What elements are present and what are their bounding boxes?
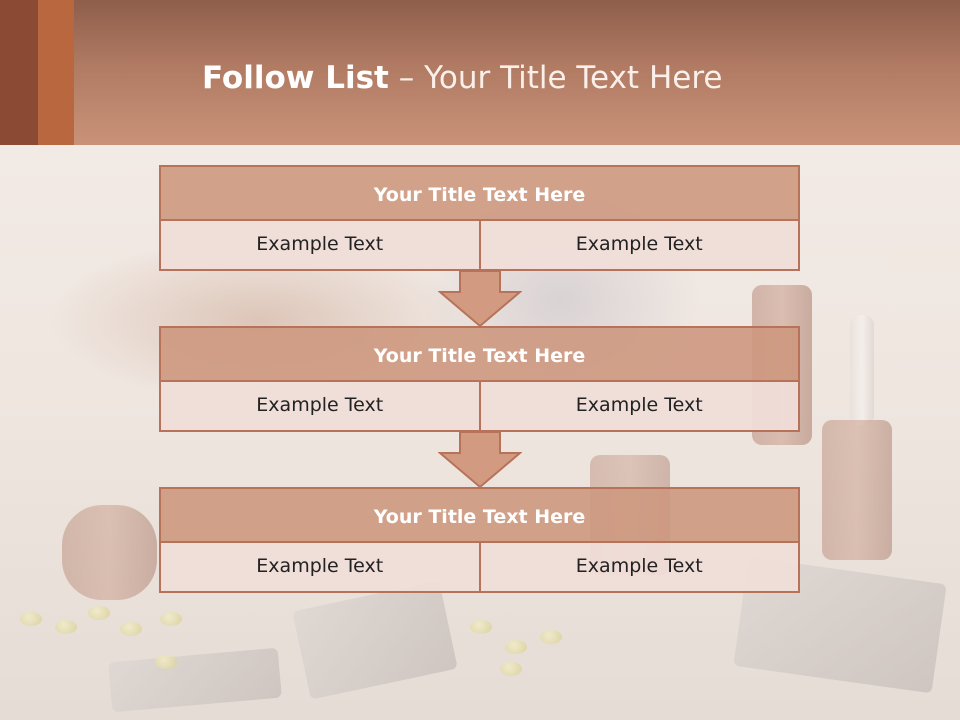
pill-shape <box>500 662 522 676</box>
pill-shape <box>540 630 562 644</box>
step-cell-left: Example Text <box>159 221 481 271</box>
step-title: Your Title Text Here <box>159 487 800 543</box>
header-accent-bar <box>0 0 38 145</box>
step-cell-left: Example Text <box>159 543 481 593</box>
step-cell-right: Example Text <box>480 382 800 432</box>
down-arrow-icon <box>438 431 522 489</box>
medicine-bottle-shape <box>822 420 892 560</box>
step-box: Your Title Text Here Example Text Exampl… <box>159 326 800 432</box>
pill-shape <box>470 620 492 634</box>
pill-shape <box>505 640 527 654</box>
step-box: Your Title Text Here Example Text Exampl… <box>159 165 800 271</box>
step-title: Your Title Text Here <box>159 326 800 382</box>
slide-title: Follow List – Your Title Text Here <box>202 56 722 100</box>
step-box: Your Title Text Here Example Text Exampl… <box>159 487 800 593</box>
pill-shape <box>155 655 177 669</box>
header-accent-bar <box>38 0 74 145</box>
slide-title-rest: – Your Title Text Here <box>388 60 723 96</box>
step-cell-left: Example Text <box>159 382 481 432</box>
pill-jar-shape <box>62 505 157 600</box>
slide-header: Follow List – Your Title Text Here <box>0 0 960 145</box>
step-title: Your Title Text Here <box>159 165 800 221</box>
blister-pack-shape <box>292 580 458 700</box>
step-row: Example Text Example Text <box>159 543 800 593</box>
pill-shape <box>120 622 142 636</box>
dropper-bottle-shape <box>850 315 874 425</box>
pill-shape <box>20 612 42 626</box>
pill-shape <box>55 620 77 634</box>
step-cell-right: Example Text <box>480 543 800 593</box>
down-arrow-icon <box>438 270 522 328</box>
step-cell-right: Example Text <box>480 221 800 271</box>
pill-shape <box>88 606 110 620</box>
slide-title-bold: Follow List <box>202 60 389 96</box>
step-row: Example Text Example Text <box>159 382 800 432</box>
pill-shape <box>160 612 182 626</box>
blister-pack-shape <box>108 647 282 713</box>
step-row: Example Text Example Text <box>159 221 800 271</box>
